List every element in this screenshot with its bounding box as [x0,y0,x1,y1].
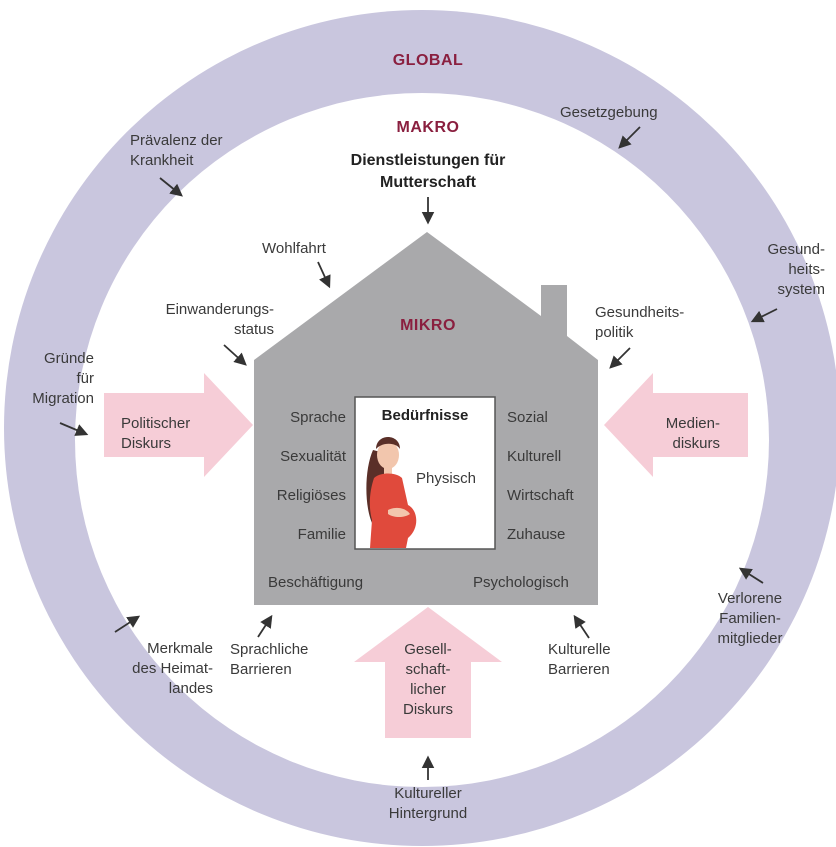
medien-diskurs-arrow [604,373,748,477]
factor-praevalenz: Prävalenz der Krankheit [130,132,223,169]
factor-merkmale-heimat: Merkmale des Heimat- landes [132,640,213,697]
factor-dienstleistungen: Dienstleistungen für Mutterschaft [350,152,506,191]
arrow-sprachliche-barrieren [257,614,273,638]
arrow-verlorene-familie [738,567,764,584]
level-global: GLOBAL [392,52,464,69]
pregnant-woman-icon [366,437,417,548]
arrow-praevalenz [159,177,183,197]
label-politischer-diskurs: Politischer Diskurs [121,415,191,452]
need-religioeses: Religiöses [276,487,346,504]
arrow-gruende-migration [59,422,89,436]
need-beschaeftigung: Beschäftigung [268,574,364,591]
arrow-gesundheitspolitik [609,347,631,369]
need-zuhause: Zuhause [507,526,566,543]
factor-gruende-migration: Gründe für Migration [32,350,94,407]
factor-verlorene-familie: Verlorene Familien- mitglieder [717,590,783,647]
arrow-gesetzgebung [618,126,641,149]
factor-sprachliche-barrieren: Sprachliche Barrieren [230,641,309,678]
need-kulturell: Kulturell [507,448,562,465]
level-makro: MAKRO [396,119,460,136]
factor-kulturelle-barrieren: Kulturelle Barrieren [548,641,611,678]
need-sozial: Sozial [507,409,548,426]
arrow-einwanderungsstatus [223,344,247,366]
needs-box [354,396,496,550]
politischer-diskurs-arrow [104,373,253,477]
need-sexualitaet: Sexualität [280,448,346,465]
factor-gesundheitssystem: Gesund- heits- system [767,241,825,298]
factor-wohlfahrt: Wohlfahrt [262,240,326,257]
factor-einwanderungsstatus: Einwanderungs- status [165,301,274,338]
needs-title: Bedürfnisse [381,407,469,424]
need-wirtschaft: Wirtschaft [507,487,574,504]
factor-kultureller-hintergrund: Kultureller Hintergrund [388,785,468,822]
need-sprache: Sprache [290,409,346,426]
level-mikro: MIKRO [400,317,456,334]
gesellschaftlicher-diskurs-arrow [354,607,502,738]
need-physisch: Physisch [416,470,477,487]
factor-gesetzgebung: Gesetzgebung [560,104,658,121]
arrow-merkmale-heimat [114,615,141,633]
need-psychologisch: Psychologisch [473,574,569,591]
arrow-wohlfahrt [317,261,331,289]
label-gesellschaftlicher-diskurs: Gesell- schaft- licher Diskurs [402,641,453,718]
label-medien-diskurs: Medien- diskurs [665,415,720,452]
arrow-kulturelle-barrieren [573,614,590,639]
arrow-gesundheitssystem [750,308,778,323]
need-familie: Familie [297,526,346,543]
factor-gesundheitspolitik: Gesundheits- politik [595,304,685,341]
